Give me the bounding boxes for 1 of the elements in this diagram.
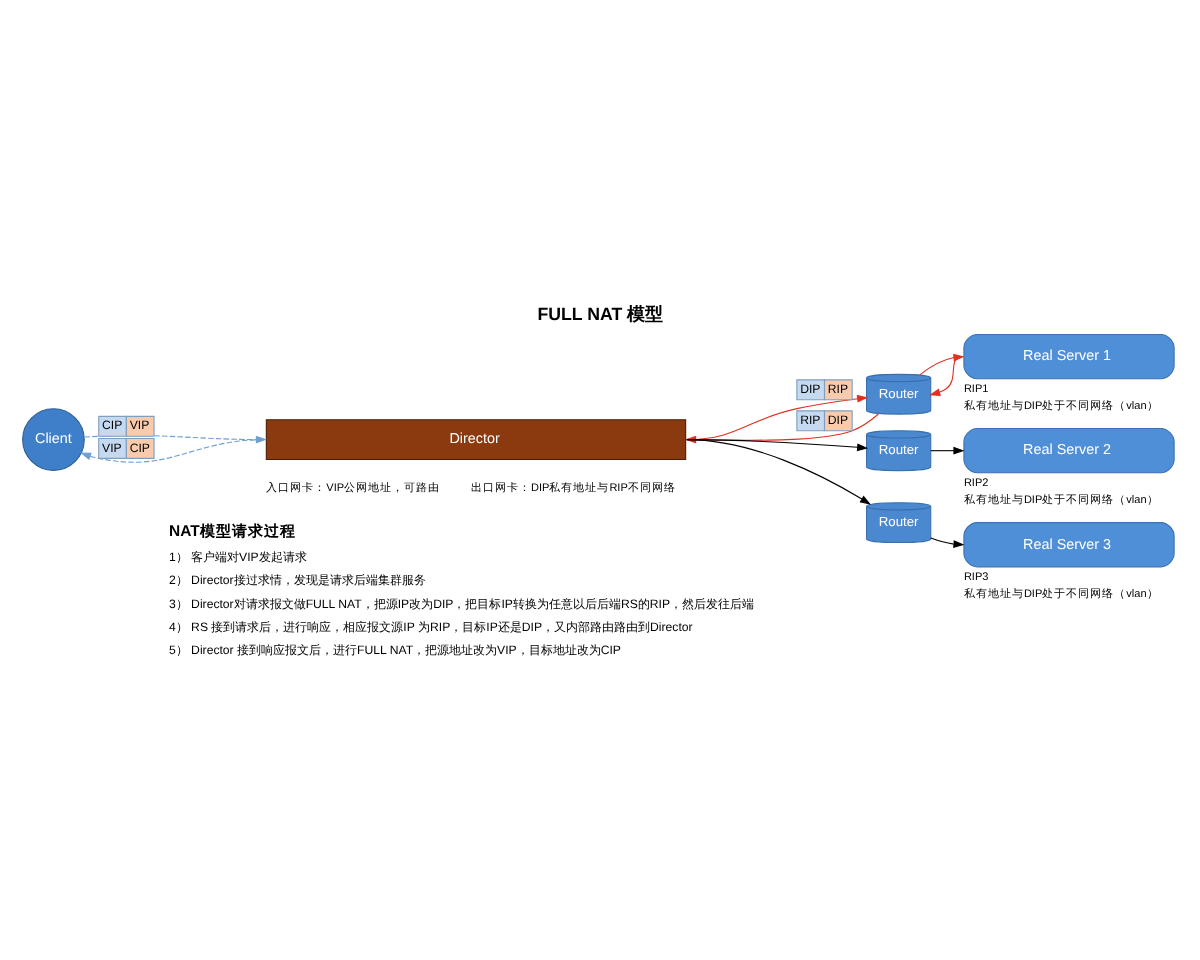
diagram-title: FULL NAT 模型 — [537, 303, 664, 324]
